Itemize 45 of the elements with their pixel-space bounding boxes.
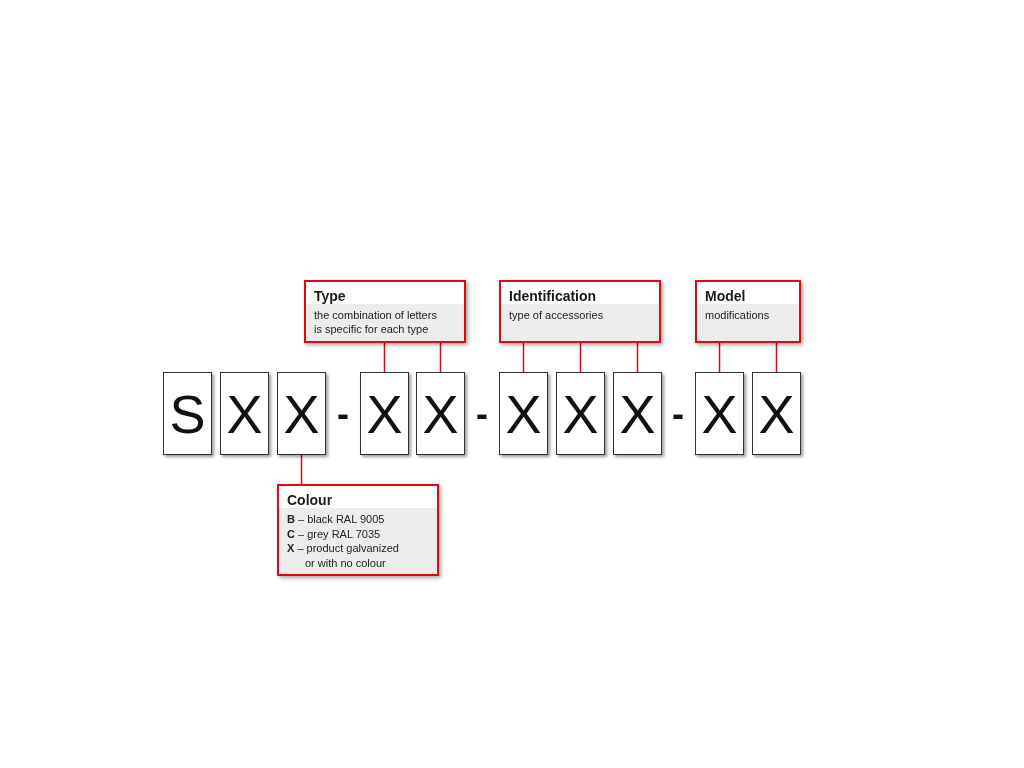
letter-box [416,372,465,455]
callout-box [277,484,439,576]
code-letter: X [619,386,656,441]
callout-box [499,280,661,343]
leader-line [718,342,721,373]
leader-line [383,342,386,373]
leader-line [775,342,778,373]
code-letter: X [562,386,599,441]
separator-dash: - [476,396,488,432]
letter-box [613,372,662,455]
letter-box [499,372,548,455]
callout-text: modifications [705,308,770,322]
leader-line [439,342,442,373]
leader-line [522,342,525,373]
colour-option-text: C – grey RAL 7035 [287,526,381,541]
letter-box [556,372,605,455]
callout-box [695,280,801,343]
callout-text: type of accessories [509,308,604,322]
letter-box [220,372,269,455]
code-letter: X [366,386,403,441]
separator-dash: - [672,396,684,432]
code-letter: X [226,386,263,441]
callout-heading: Colour [287,492,333,508]
colour-option-text: X – product galvanized or with no colour [287,541,400,570]
code-letter: X [701,386,738,441]
code-letter: X [505,386,542,441]
leader-line [579,342,582,373]
callout-heading: Identification [509,288,597,304]
letter-box [277,372,326,455]
code-letter: X [283,386,320,441]
leader-line [636,342,639,373]
colour-option-text: B – black RAL 9005 [287,512,385,527]
code-letter: S [169,386,206,441]
callout-heading: Model [705,288,746,304]
letter-box [752,372,801,455]
letter-box [695,372,744,455]
letter-box [163,372,212,455]
callout-box [304,280,466,343]
code-letter: X [758,386,795,441]
code-letter: X [422,386,459,441]
separator-dash: - [337,396,349,432]
letter-box [360,372,409,455]
callout-text: the combination of letters is specific for each type [314,308,438,336]
leader-line [300,454,303,485]
callout-heading: Type [314,288,346,304]
